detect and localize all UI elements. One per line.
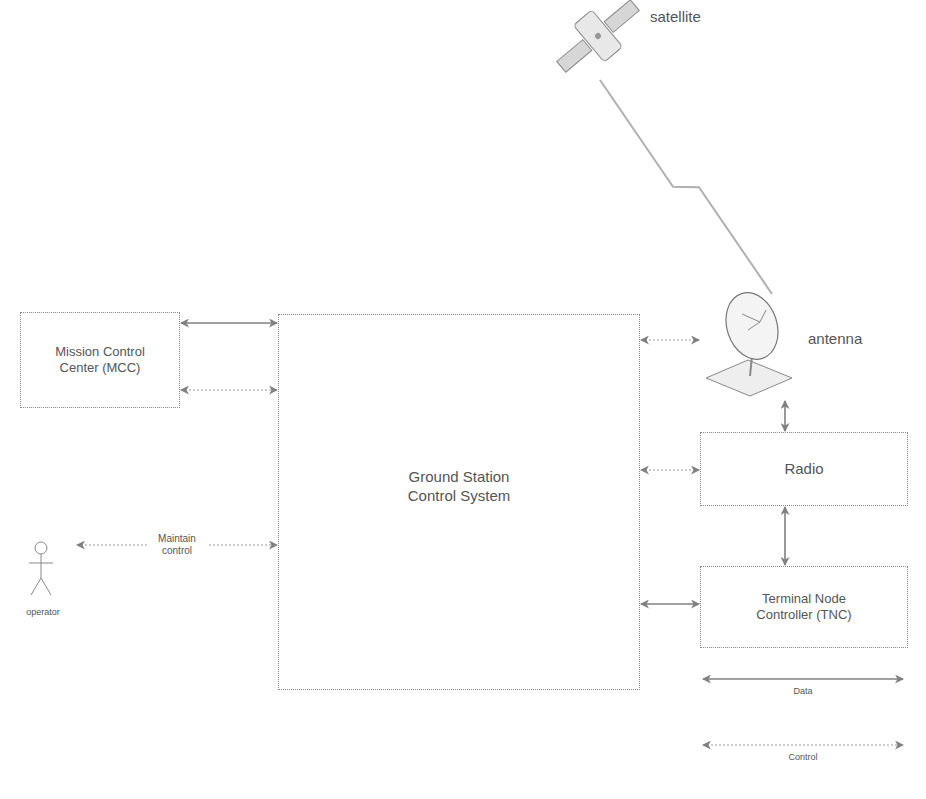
- node-text: operator: [10, 607, 76, 618]
- radio-link: [600, 80, 772, 294]
- data-arrow: [181, 322, 277, 324]
- satellite-label-node: satellite: [548, 0, 718, 78]
- satellite-dot: [594, 32, 602, 40]
- operator-figure: [29, 542, 53, 595]
- operator-head: [35, 542, 47, 554]
- legend-line: [703, 744, 903, 745]
- process-box: Mission Control Center (MCC): [20, 312, 180, 408]
- antenna-label-node: antenna: [700, 296, 900, 400]
- legend-item: Data: [700, 672, 906, 696]
- antenna-icon: [706, 286, 792, 396]
- data-arrow: [784, 401, 786, 431]
- node-text: Radio: [784, 460, 823, 479]
- node-text: Terminal Node Controller (TNC): [734, 591, 874, 624]
- process-box: Terminal Node Controller (TNC): [700, 566, 908, 648]
- legend-sample: [700, 738, 906, 752]
- antenna-dish: [718, 286, 787, 366]
- legend-text: Control: [700, 752, 906, 762]
- process-box: Radio: [700, 432, 908, 506]
- control-arrow: [181, 389, 277, 390]
- legend-sample: [700, 672, 906, 686]
- legend-text: Data: [700, 686, 906, 696]
- antenna-feed: [742, 310, 766, 330]
- legend-item: Control: [700, 738, 906, 762]
- satellite-body: [573, 10, 622, 62]
- edge-label: Maintain control: [147, 532, 207, 558]
- node-text: satellite: [650, 8, 701, 26]
- data-arrow: [784, 507, 786, 565]
- legend-line: [703, 678, 903, 680]
- control-arrow: [641, 339, 699, 340]
- node-text: Ground Station Control System: [394, 468, 524, 506]
- system-box: Ground Station Control System: [278, 314, 640, 690]
- operator-leg: [41, 578, 51, 595]
- operator-body: [41, 554, 42, 578]
- legend: DataControl: [700, 0, 906, 799]
- data-arrow: [641, 603, 699, 605]
- solar-panel: [604, 0, 639, 32]
- node-text: antenna: [808, 330, 862, 348]
- operator-arms: [29, 563, 53, 564]
- satellite-icon: [546, 0, 650, 85]
- actor-node: operator: [10, 536, 76, 618]
- solar-panel: [557, 40, 592, 73]
- antenna-base: [706, 360, 792, 396]
- operator-leg: [31, 578, 41, 595]
- node-text: Mission Control Center (MCC): [40, 344, 160, 377]
- control-arrow: [641, 469, 699, 470]
